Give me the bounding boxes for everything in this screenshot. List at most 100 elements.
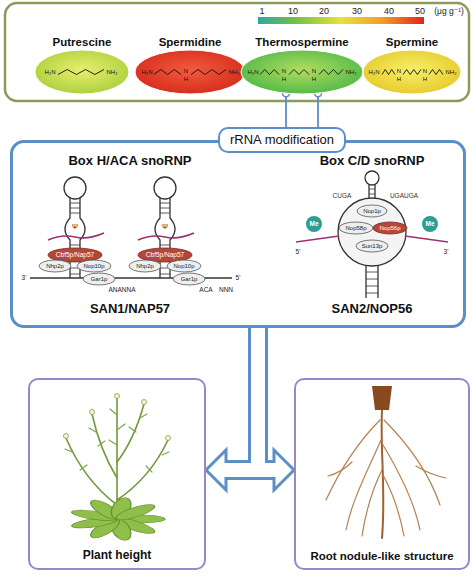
text-holder: 3' bbox=[444, 249, 449, 256]
scale-tick: 30 bbox=[352, 7, 362, 16]
end-label: 3' bbox=[22, 275, 27, 282]
text-holder: NNN bbox=[219, 287, 233, 294]
root-drawing bbox=[326, 386, 446, 538]
compound-outline bbox=[240, 49, 364, 95]
compound-name: Spermine bbox=[362, 35, 462, 49]
phenotype-label: Root nodule-like structure bbox=[310, 550, 453, 562]
text-holder: 5' bbox=[296, 249, 301, 256]
connector-group bbox=[286, 93, 318, 127]
panel-heading: Box C/D snoRNP bbox=[320, 154, 425, 167]
text-holder: Me bbox=[309, 221, 318, 228]
text-holder: Cbf5p/Nap57 bbox=[56, 252, 94, 259]
compound-ellipse-shape bbox=[241, 50, 363, 94]
hollow-arrow-fill bbox=[258, 328, 277, 470]
panel-heading: Box H/ACA snoRNP bbox=[68, 154, 191, 167]
carbon-chain bbox=[403, 70, 421, 75]
carbon-chain bbox=[58, 70, 104, 75]
link-line bbox=[317, 93, 319, 127]
end-label: 5' bbox=[296, 249, 301, 256]
sequence-motif: CUGA bbox=[333, 193, 352, 200]
end-label: 5' bbox=[236, 275, 241, 282]
phenotype-label: Plant height bbox=[83, 548, 152, 562]
compound-outline bbox=[34, 49, 130, 95]
text-holder: Box H/ACA snoRNP bbox=[68, 154, 191, 167]
carbon-chain bbox=[382, 70, 395, 75]
text-holder: (μg g⁻¹) bbox=[434, 7, 464, 16]
text-holder: UGAUGA bbox=[390, 193, 418, 200]
process-box: rRNA modification bbox=[218, 127, 346, 153]
text-holder: SAN1/NAP57 bbox=[90, 302, 170, 315]
sequence-motif: ACA bbox=[199, 287, 212, 294]
haca-snornp-drawing bbox=[30, 177, 232, 285]
text-holder: 20 bbox=[319, 7, 329, 16]
text-holder: 30 bbox=[352, 7, 362, 16]
phenotype-box: Root nodule-like structure bbox=[294, 378, 470, 570]
color-scale-bar bbox=[258, 17, 424, 24]
text-holder: Nhp2p bbox=[46, 263, 64, 269]
text-holder: Ψ bbox=[72, 223, 78, 230]
gene-label: SAN1/NAP57 bbox=[90, 302, 170, 315]
sequence-motif: ANANNA bbox=[108, 287, 135, 294]
protein-label: Nop58p bbox=[345, 225, 366, 231]
protein-label: Nop10p bbox=[83, 263, 104, 269]
compound-outline bbox=[362, 49, 462, 95]
connector-group bbox=[226, 328, 274, 470]
protein-label: Nop10p bbox=[173, 263, 194, 269]
sequence-motif: UGAUGA bbox=[390, 193, 418, 200]
text-holder: ANANNA bbox=[108, 287, 135, 294]
text-holder: 40 bbox=[384, 7, 394, 16]
text-holder: Gar1p bbox=[181, 276, 198, 282]
cd-snornp-drawing bbox=[296, 171, 448, 298]
modification-symbol: Ψ bbox=[72, 223, 78, 230]
carbon-chain bbox=[319, 70, 343, 75]
compound-name: Thermospermine bbox=[240, 35, 364, 49]
carbon-chain bbox=[260, 70, 279, 75]
carbon-chain bbox=[429, 70, 443, 75]
compound-outline bbox=[134, 49, 246, 95]
protein-label: Nhp2p bbox=[46, 263, 64, 269]
compound-name: Putrescine bbox=[34, 35, 130, 49]
plant-drawing bbox=[64, 394, 171, 541]
text-holder: CUGA bbox=[333, 193, 352, 200]
methyl-mark: Me bbox=[425, 221, 434, 228]
scale-tick: 1 bbox=[259, 7, 264, 16]
text-holder: Me bbox=[425, 221, 434, 228]
scale-tick: 50 bbox=[415, 7, 425, 16]
compound-ellipse: Putrescine bbox=[34, 35, 130, 95]
compound-ellipse: Spermine bbox=[362, 35, 462, 95]
compound-ellipse: Spermidine bbox=[134, 35, 246, 95]
text-holder: 50 bbox=[415, 7, 425, 16]
text-holder: SAN2/NOP56 bbox=[332, 302, 413, 315]
text-holder: Nhp2p bbox=[136, 263, 154, 269]
sequence-motif: NNN bbox=[219, 287, 233, 294]
text-holder: Nop56p bbox=[379, 225, 400, 231]
scale-tick: 40 bbox=[384, 7, 394, 16]
protein-label: Nop56p bbox=[379, 225, 400, 231]
text-holder: 3' bbox=[22, 275, 27, 282]
protein-label: Nhp2p bbox=[136, 263, 154, 269]
text-holder: 5' bbox=[236, 275, 241, 282]
end-label: 3' bbox=[444, 249, 449, 256]
text-holder: Nop1p bbox=[363, 208, 381, 214]
protein-label: Cbf5p/Nap57 bbox=[146, 252, 184, 259]
compound-ellipse-shape bbox=[363, 50, 461, 94]
protein-label: Gar1p bbox=[91, 276, 108, 282]
text-holder: Gar1p bbox=[91, 276, 108, 282]
snornp-panel: Box H/ACA snoRNP Box C/D snoRNP SAN1/NAP57… bbox=[10, 140, 466, 328]
modification-symbol: Ψ bbox=[162, 223, 168, 230]
scale-tick: 10 bbox=[288, 7, 298, 16]
scale-unit: (μg g⁻¹) bbox=[434, 7, 464, 16]
compound-ellipse: Thermospermine bbox=[240, 35, 364, 95]
connector-group bbox=[223, 328, 277, 470]
compound-ellipse-shape bbox=[135, 50, 245, 94]
text-holder: Sun13p bbox=[362, 243, 383, 249]
compound-name: Spermidine bbox=[134, 35, 246, 49]
text-holder: Nop10p bbox=[83, 263, 104, 269]
carbon-chain bbox=[154, 70, 181, 75]
text-holder: Cbf5p/Nap57 bbox=[146, 252, 184, 259]
scale-tick: 20 bbox=[319, 7, 329, 16]
text-holder: Ψ bbox=[162, 223, 168, 230]
carbon-chain bbox=[191, 70, 226, 75]
text-holder: Nop10p bbox=[173, 263, 194, 269]
